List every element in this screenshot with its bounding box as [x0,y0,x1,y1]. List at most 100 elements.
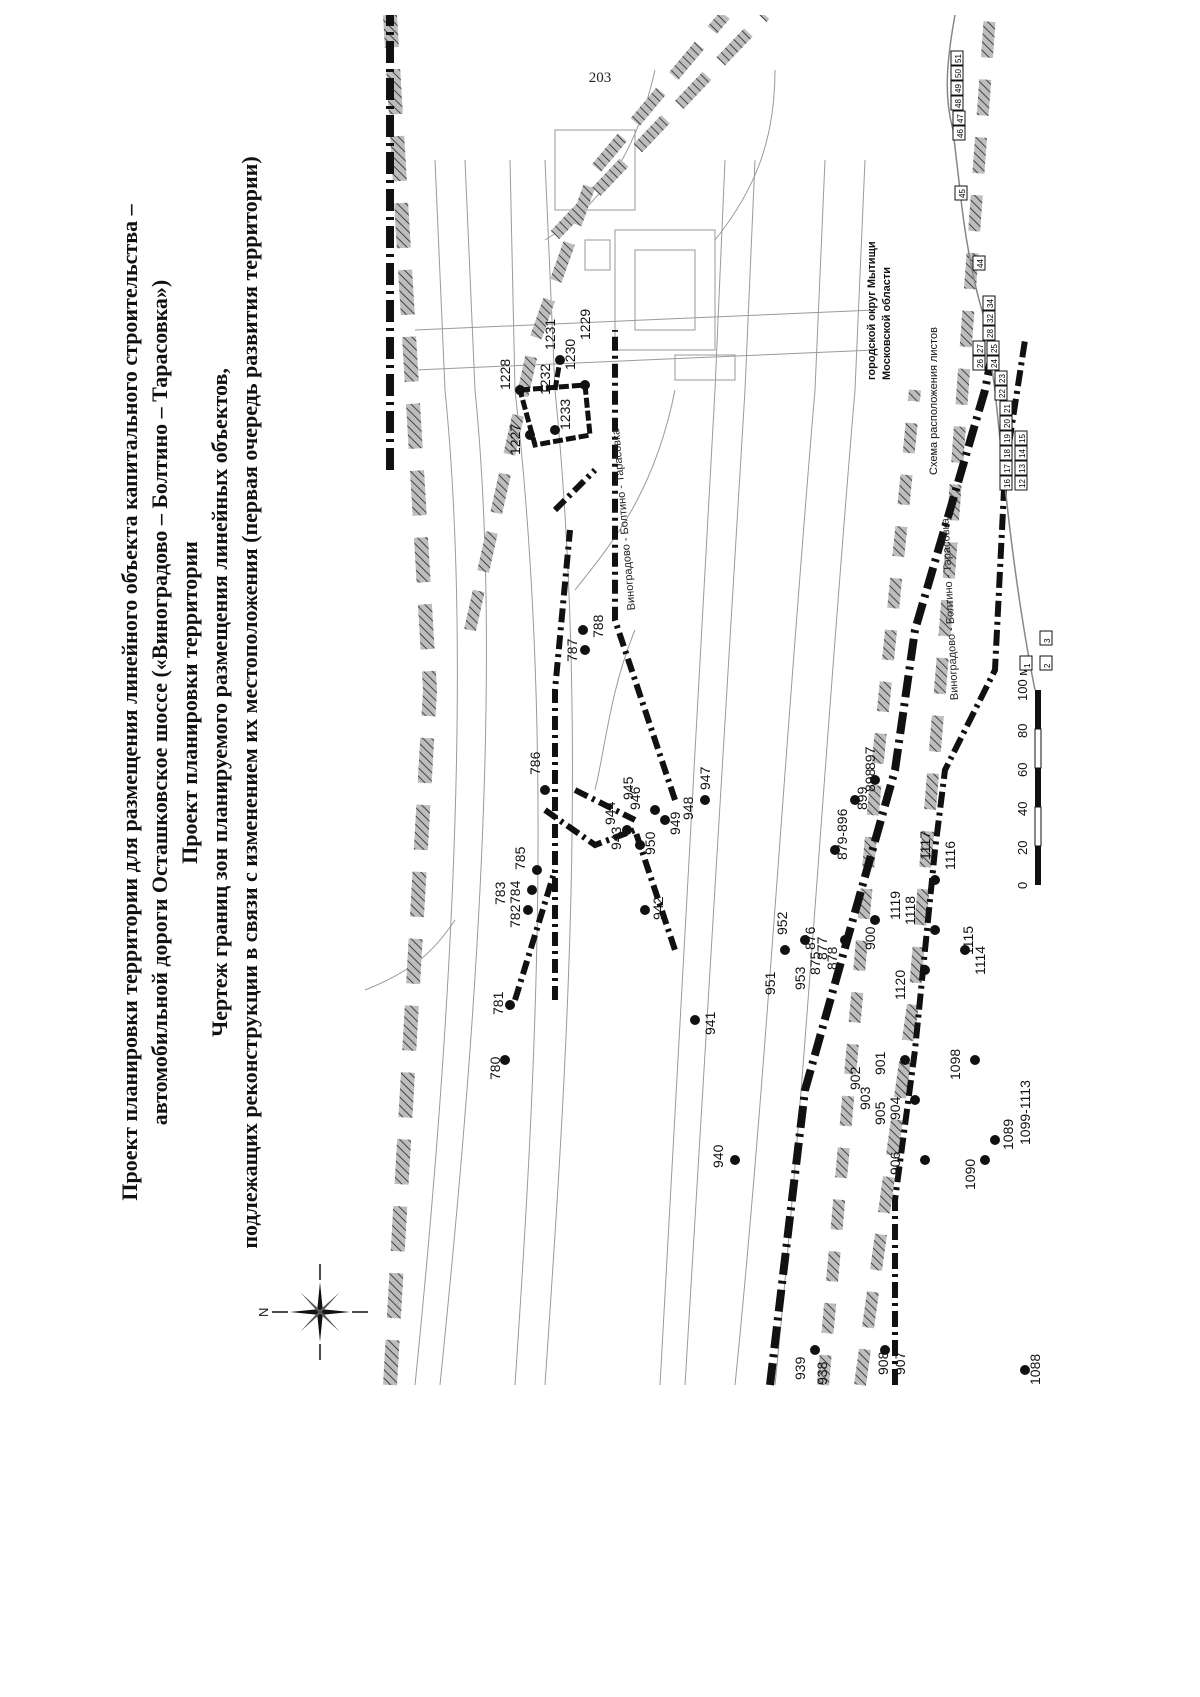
zone-line-941 [512,869,558,1001]
label-907: 907 [892,1351,908,1375]
point-labels: 780 781 782 783 784 785 786 787 788 938 … [487,309,1043,1385]
inset-sheet-label: 25 [990,344,999,353]
point-780 [500,1055,510,1065]
label-950: 950 [642,831,658,855]
point-942 [640,905,650,915]
compass-needle-diag2 [300,1292,340,1332]
label-948: 948 [680,796,696,820]
inset-sheet-box [1019,655,1033,671]
inset-sheet-box [1014,460,1028,476]
inset-sheet-box [999,460,1013,476]
red-line-south [817,389,921,1386]
point-898 [850,795,860,805]
label-945: 945 [620,776,636,800]
inset-sheet-label: 50 [954,69,963,78]
label-878: 878 [824,946,840,970]
ramp [714,69,776,241]
point-markers [500,355,1030,1375]
label-1090: 1090 [962,1159,978,1190]
inset-sheet-label: 1 [1023,663,1032,668]
inset-sheet-box [954,185,968,201]
red-line-south-2 [854,15,996,1386]
terrain-line [594,629,636,791]
point-1229 [580,380,590,390]
label-876: 876 [802,926,818,950]
red-line-north [383,15,438,1386]
label-784: 784 [507,880,523,904]
point-788 [578,625,588,635]
point-938 [810,1345,820,1355]
scale-segment-white [1034,728,1042,769]
inset-sheet-label: 15 [1018,434,1027,443]
building [584,239,611,271]
point-1227 [525,430,535,440]
label-938: 938 [814,1361,830,1385]
inset-sheet-box [1039,655,1053,671]
inset-sheet-label: 28 [986,329,995,338]
zone-line-950 [573,787,637,823]
inset-sheet-box [1014,445,1028,461]
label-1227: 1227 [507,424,523,455]
label-877: 877 [814,936,830,960]
label-951: 951 [762,971,778,995]
label-1114: 1114 [972,946,988,975]
label-900: 900 [862,926,878,950]
inset-sheet-label: 26 [976,359,985,368]
inset-sheet-label: 2 [1043,663,1052,668]
road-edge [544,159,573,1386]
scale-tick-80: 80 [1015,724,1030,738]
scale-bar-base [1035,690,1041,885]
point-947 [700,795,710,805]
inset-sheet-box [972,255,986,271]
inset-sheet-label: 19 [1003,434,1012,443]
label-905: 905 [872,1101,888,1125]
label-944: 944 [602,801,618,825]
inset-sheet-label: 49 [954,84,963,93]
label-1120: 1120 [892,970,908,1000]
inset-sheet-box [972,340,986,356]
inset-sheet-label: 44 [976,259,985,268]
building [634,249,696,331]
point-1089 [990,1135,1000,1145]
cross-road [414,349,876,371]
road-edge [439,159,487,1386]
point-907 [880,1345,890,1355]
point-1233 [550,425,560,435]
label-939: 939 [792,1356,808,1380]
label-908: 908 [875,1351,891,1375]
scale-bar: 0 20 40 60 80 100 м [1015,667,1042,889]
point-901 [900,1055,910,1065]
label-1089: 1089 [1000,1119,1016,1150]
building [674,354,736,381]
label-949: 949 [667,811,683,835]
label-787: 787 [564,638,580,662]
inset-sheet-box [986,355,1000,371]
inset-sheet-box [999,400,1013,416]
label-1233: 1233 [557,399,573,430]
point-1228 [515,385,525,395]
point-878 [840,935,850,945]
ramp [574,389,676,591]
inset-sheet-label: 48 [954,99,963,108]
label-786: 786 [527,751,543,775]
scale-tick-20: 20 [1015,841,1030,855]
label-943: 943 [608,826,624,850]
inset-sheet-label: 51 [954,54,963,63]
label-953: 953 [792,966,808,990]
label-952: 952 [774,911,790,935]
inset-region-1: городской округ Мытищи [866,241,878,380]
label-1229: 1229 [577,309,593,340]
inset-sheet-label: 16 [1003,479,1012,488]
point-904 [910,1095,920,1105]
label-1098: 1098 [947,1049,963,1080]
inset-sheet-box [1014,475,1028,491]
point-1088 [1020,1365,1030,1375]
label-898: 898 [862,768,878,792]
label-1117: 1117 [917,831,933,860]
inset-sheet-box [999,445,1013,461]
inset-sheet-label: 14 [1018,449,1027,458]
inset-sheet-box [1014,430,1028,446]
inset-sheet-box [950,80,964,96]
point-949 [660,815,670,825]
